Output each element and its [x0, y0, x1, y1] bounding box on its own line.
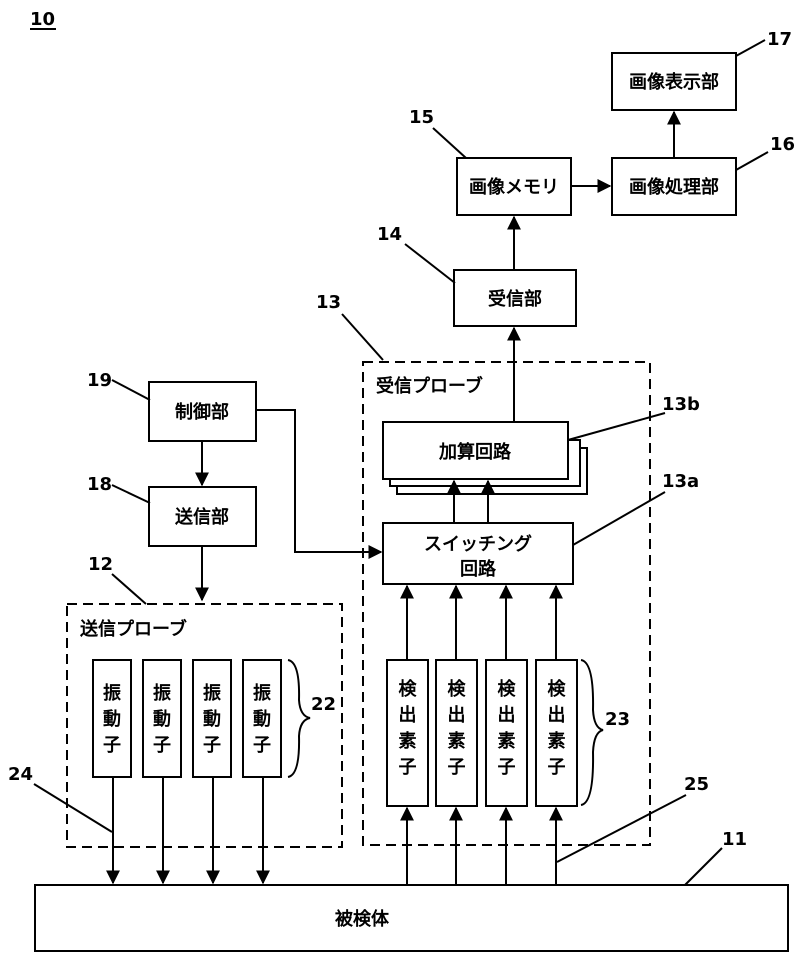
vibrator-char: 子 [153, 735, 171, 756]
vibrator-elements: 振動子振動子振動子振動子 [93, 660, 281, 777]
ref-17: 17 [767, 29, 792, 50]
vibrator-char: 動 [103, 708, 121, 730]
leader-24 [34, 784, 112, 832]
adder-block: 加算回路 [383, 422, 587, 494]
detector-char: 出 [448, 704, 466, 726]
ref-22: 22 [311, 694, 336, 715]
detector-char: 検 [548, 678, 567, 700]
vibrator-char: 子 [203, 735, 221, 756]
vibrator-char: 動 [253, 708, 271, 730]
leader-13a [573, 492, 665, 545]
ref-14: 14 [377, 224, 402, 245]
vibrator-char: 子 [103, 735, 121, 756]
ref-13a: 13a [662, 471, 699, 492]
ref-16: 16 [770, 134, 795, 155]
leader-11 [685, 848, 722, 885]
subject-block: 被検体 [35, 885, 788, 951]
image-display-label: 画像表示部 [629, 71, 719, 93]
detector-char: 素 [448, 731, 466, 752]
controller-block: 制御部 [149, 382, 256, 441]
receive-probe-label: 受信プローブ [376, 375, 483, 397]
ref-25: 25 [684, 774, 709, 795]
detector-char: 子 [448, 757, 466, 778]
vibrator-2: 振動子 [143, 660, 181, 777]
detector-char: 出 [399, 704, 417, 726]
leader-16 [736, 152, 768, 170]
subject-label: 被検体 [335, 908, 390, 930]
detector-elements: 検出素子検出素子検出素子検出素子 [387, 660, 577, 806]
detector-char: 出 [498, 704, 516, 726]
leader-17 [736, 40, 765, 56]
switching-label-line2: 回路 [460, 558, 497, 580]
vibrator-char: 動 [203, 708, 221, 730]
detector-char: 検 [448, 678, 467, 700]
detector-3: 検出素子 [486, 660, 527, 806]
receive-arrows [407, 586, 556, 885]
detector-char: 素 [548, 731, 566, 752]
vibrator-char: 子 [253, 735, 271, 756]
leader-14 [405, 244, 455, 283]
detector-char: 素 [399, 731, 417, 752]
leader-19 [112, 380, 150, 400]
detector-2: 検出素子 [436, 660, 477, 806]
ref-23: 23 [605, 709, 630, 730]
vibrator-1: 振動子 [93, 660, 131, 777]
leader-12 [112, 574, 146, 604]
leader-13 [342, 314, 383, 360]
arrow-controller-to-switch [256, 410, 381, 552]
switching-label-line1: スイッチング [424, 533, 532, 555]
detector-char: 出 [548, 704, 566, 726]
detector-char: 子 [548, 757, 566, 778]
detectors-brace [581, 660, 603, 805]
figure-number: 10 [30, 9, 55, 30]
ref-13b: 13b [662, 394, 700, 415]
vibrator-char: 動 [153, 708, 171, 730]
ref-12: 12 [88, 554, 113, 575]
transmit-arrows [113, 777, 263, 883]
switching-block: スイッチング 回路 [383, 523, 573, 584]
vibrator-3: 振動子 [193, 660, 231, 777]
ref-11: 11 [722, 829, 747, 850]
ref-15: 15 [409, 107, 434, 128]
leader-18 [112, 485, 150, 503]
receiver-label: 受信部 [488, 288, 542, 310]
detector-char: 子 [498, 757, 516, 778]
controller-label: 制御部 [175, 401, 229, 423]
adder-label: 加算回路 [438, 441, 512, 463]
vibrators-brace [288, 660, 310, 777]
vibrator-char: 振 [253, 682, 271, 704]
transmitter-block: 送信部 [149, 487, 256, 546]
transmitter-label: 送信部 [174, 506, 229, 528]
leader-15 [433, 128, 466, 158]
detector-char: 素 [498, 731, 516, 752]
detector-char: 検 [498, 678, 517, 700]
vibrator-char: 振 [103, 682, 121, 704]
detector-1: 検出素子 [387, 660, 428, 806]
detector-4: 検出素子 [536, 660, 577, 806]
vibrator-4: 振動子 [243, 660, 281, 777]
vibrator-char: 振 [203, 682, 221, 704]
image-memory-block: 画像メモリ [457, 158, 571, 215]
detector-char: 検 [399, 678, 418, 700]
image-processing-block: 画像処理部 [612, 158, 736, 215]
receiver-block: 受信部 [454, 270, 576, 326]
detector-char: 子 [399, 757, 417, 778]
ref-24: 24 [8, 764, 33, 785]
image-processing-label: 画像処理部 [629, 176, 719, 198]
transmit-probe-label: 送信プローブ [79, 618, 187, 640]
ref-19: 19 [87, 370, 112, 391]
ref-18: 18 [87, 474, 112, 495]
image-memory-label: 画像メモリ [469, 177, 559, 198]
image-display-block: 画像表示部 [612, 53, 736, 110]
vibrator-char: 振 [153, 682, 171, 704]
ref-13: 13 [316, 292, 341, 313]
